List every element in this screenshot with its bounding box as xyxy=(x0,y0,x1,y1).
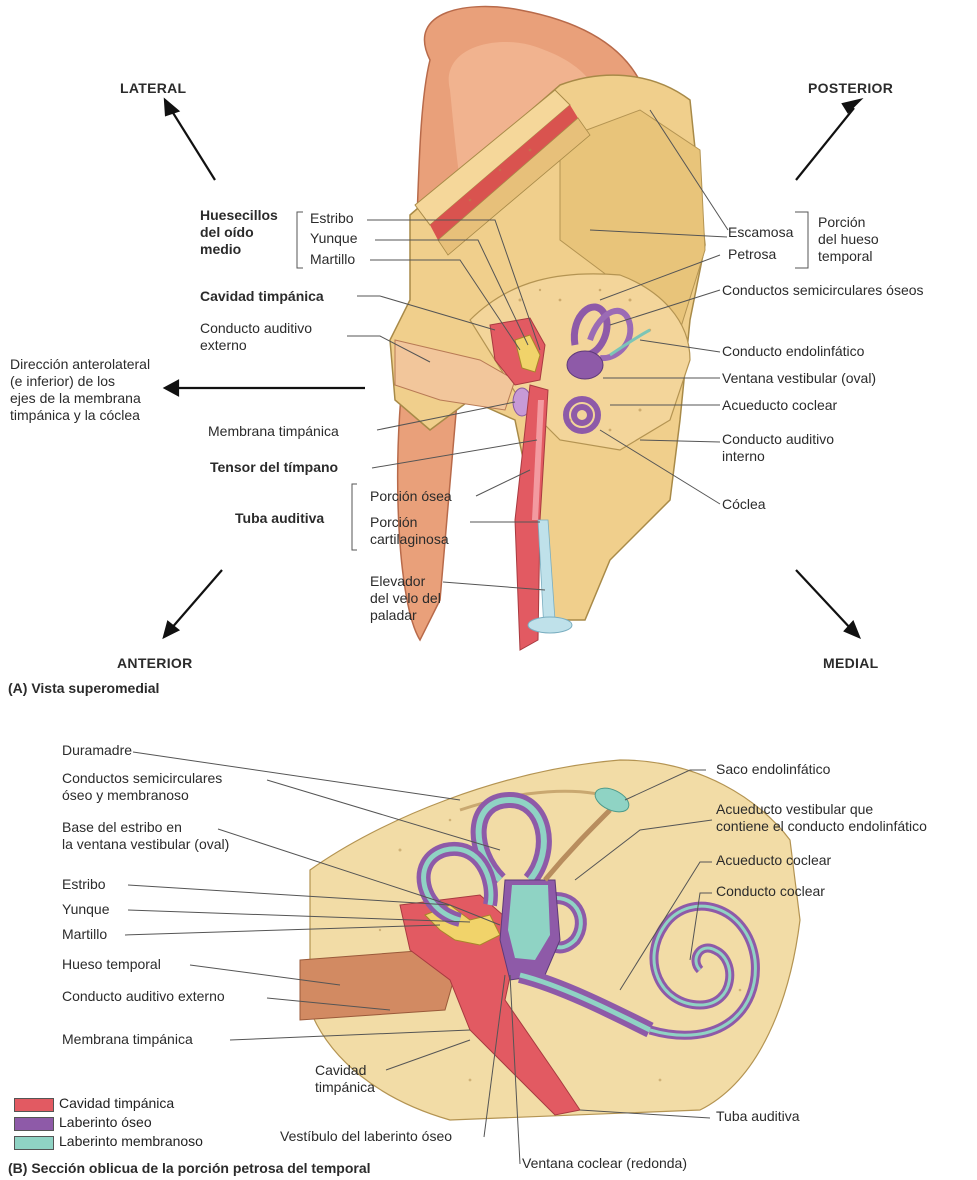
caption-a: (A) Vista superomedial xyxy=(8,680,159,697)
label-oval-window: Ventana vestibular (oval) xyxy=(722,370,876,387)
label-dura: Duramadre xyxy=(62,742,132,759)
legend-swatch-purple xyxy=(14,1117,54,1131)
label-cochlea-a: Cóclea xyxy=(722,496,766,513)
label-external-canal-a: Conducto auditivo externo xyxy=(200,320,312,354)
ossicles-group-label: Huesecillos del oído medio xyxy=(200,207,278,258)
label-endolymphatic-sac: Saco endolinfático xyxy=(716,761,830,778)
label-tympanic-membrane-b: Membrana timpánica xyxy=(62,1031,193,1048)
label-temporal-group: Porción del hueso temporal xyxy=(818,214,879,265)
label-petrous: Petrosa xyxy=(728,246,776,263)
label-cochlear-aqueduct-a: Acueducto coclear xyxy=(722,397,837,414)
direction-posterior: POSTERIOR xyxy=(808,80,893,97)
label-levator: Elevador del velo del paladar xyxy=(370,573,441,624)
label-cochlear-duct: Conducto coclear xyxy=(716,883,825,900)
label-cartilaginous: Porción cartilaginosa xyxy=(370,514,449,548)
caption-b: (B) Sección oblicua de la porción petros… xyxy=(8,1160,371,1177)
label-tympanic-cavity-a: Cavidad timpánica xyxy=(200,288,324,305)
label-vestibule: Vestíbulo del laberinto óseo xyxy=(280,1128,452,1145)
label-bony-part: Porción ósea xyxy=(370,488,452,505)
label-squamous: Escamosa xyxy=(728,224,793,241)
label-tensor-tympani: Tensor del tímpano xyxy=(210,459,338,476)
direction-anterior: ANTERIOR xyxy=(117,655,193,672)
label-internal-canal: Conducto auditivo interno xyxy=(722,431,834,465)
label-stapes-a: Estribo xyxy=(310,210,354,227)
label-auditory-tube-b: Tuba auditiva xyxy=(716,1108,800,1125)
label-malleus-a: Martillo xyxy=(310,251,355,268)
label-incus-b: Yunque xyxy=(62,901,110,918)
label-tympanic-membrane-a: Membrana timpánica xyxy=(208,423,339,440)
label-external-canal-b: Conducto auditivo externo xyxy=(62,988,225,1005)
label-semicircular-canals-a: Conductos semicirculares óseos xyxy=(722,282,924,299)
vestibule-a xyxy=(567,351,603,379)
label-malleus-b: Martillo xyxy=(62,926,107,943)
label-endolymphatic-duct: Conducto endolinfático xyxy=(722,343,864,360)
tube-end xyxy=(528,617,572,633)
label-auditory-tube-a: Tuba auditiva xyxy=(235,510,324,527)
direction-medial: MEDIAL xyxy=(823,655,878,672)
direction-lateral: LATERAL xyxy=(120,80,186,97)
legend-swatch-teal xyxy=(14,1136,54,1150)
legend-swatch-red xyxy=(14,1098,54,1112)
label-tympanic-cavity-b: Cavidad timpánica xyxy=(315,1062,375,1096)
label-round-window: Ventana coclear (redonda) xyxy=(522,1155,687,1172)
label-temporal-bone-b: Hueso temporal xyxy=(62,956,161,973)
label-axis-direction: Dirección anterolateral (e inferior) de … xyxy=(10,356,150,424)
label-stapes-base: Base del estribo en la ventana vestibula… xyxy=(62,819,229,853)
label-incus-a: Yunque xyxy=(310,230,358,247)
label-stapes-b: Estribo xyxy=(62,876,106,893)
label-cochlear-aqueduct-b: Acueducto coclear xyxy=(716,852,831,869)
label-semicircular-b: Conductos semicirculares óseo y membrano… xyxy=(62,770,222,804)
label-vestibular-aqueduct: Acueducto vestibular que contiene el con… xyxy=(716,801,927,835)
